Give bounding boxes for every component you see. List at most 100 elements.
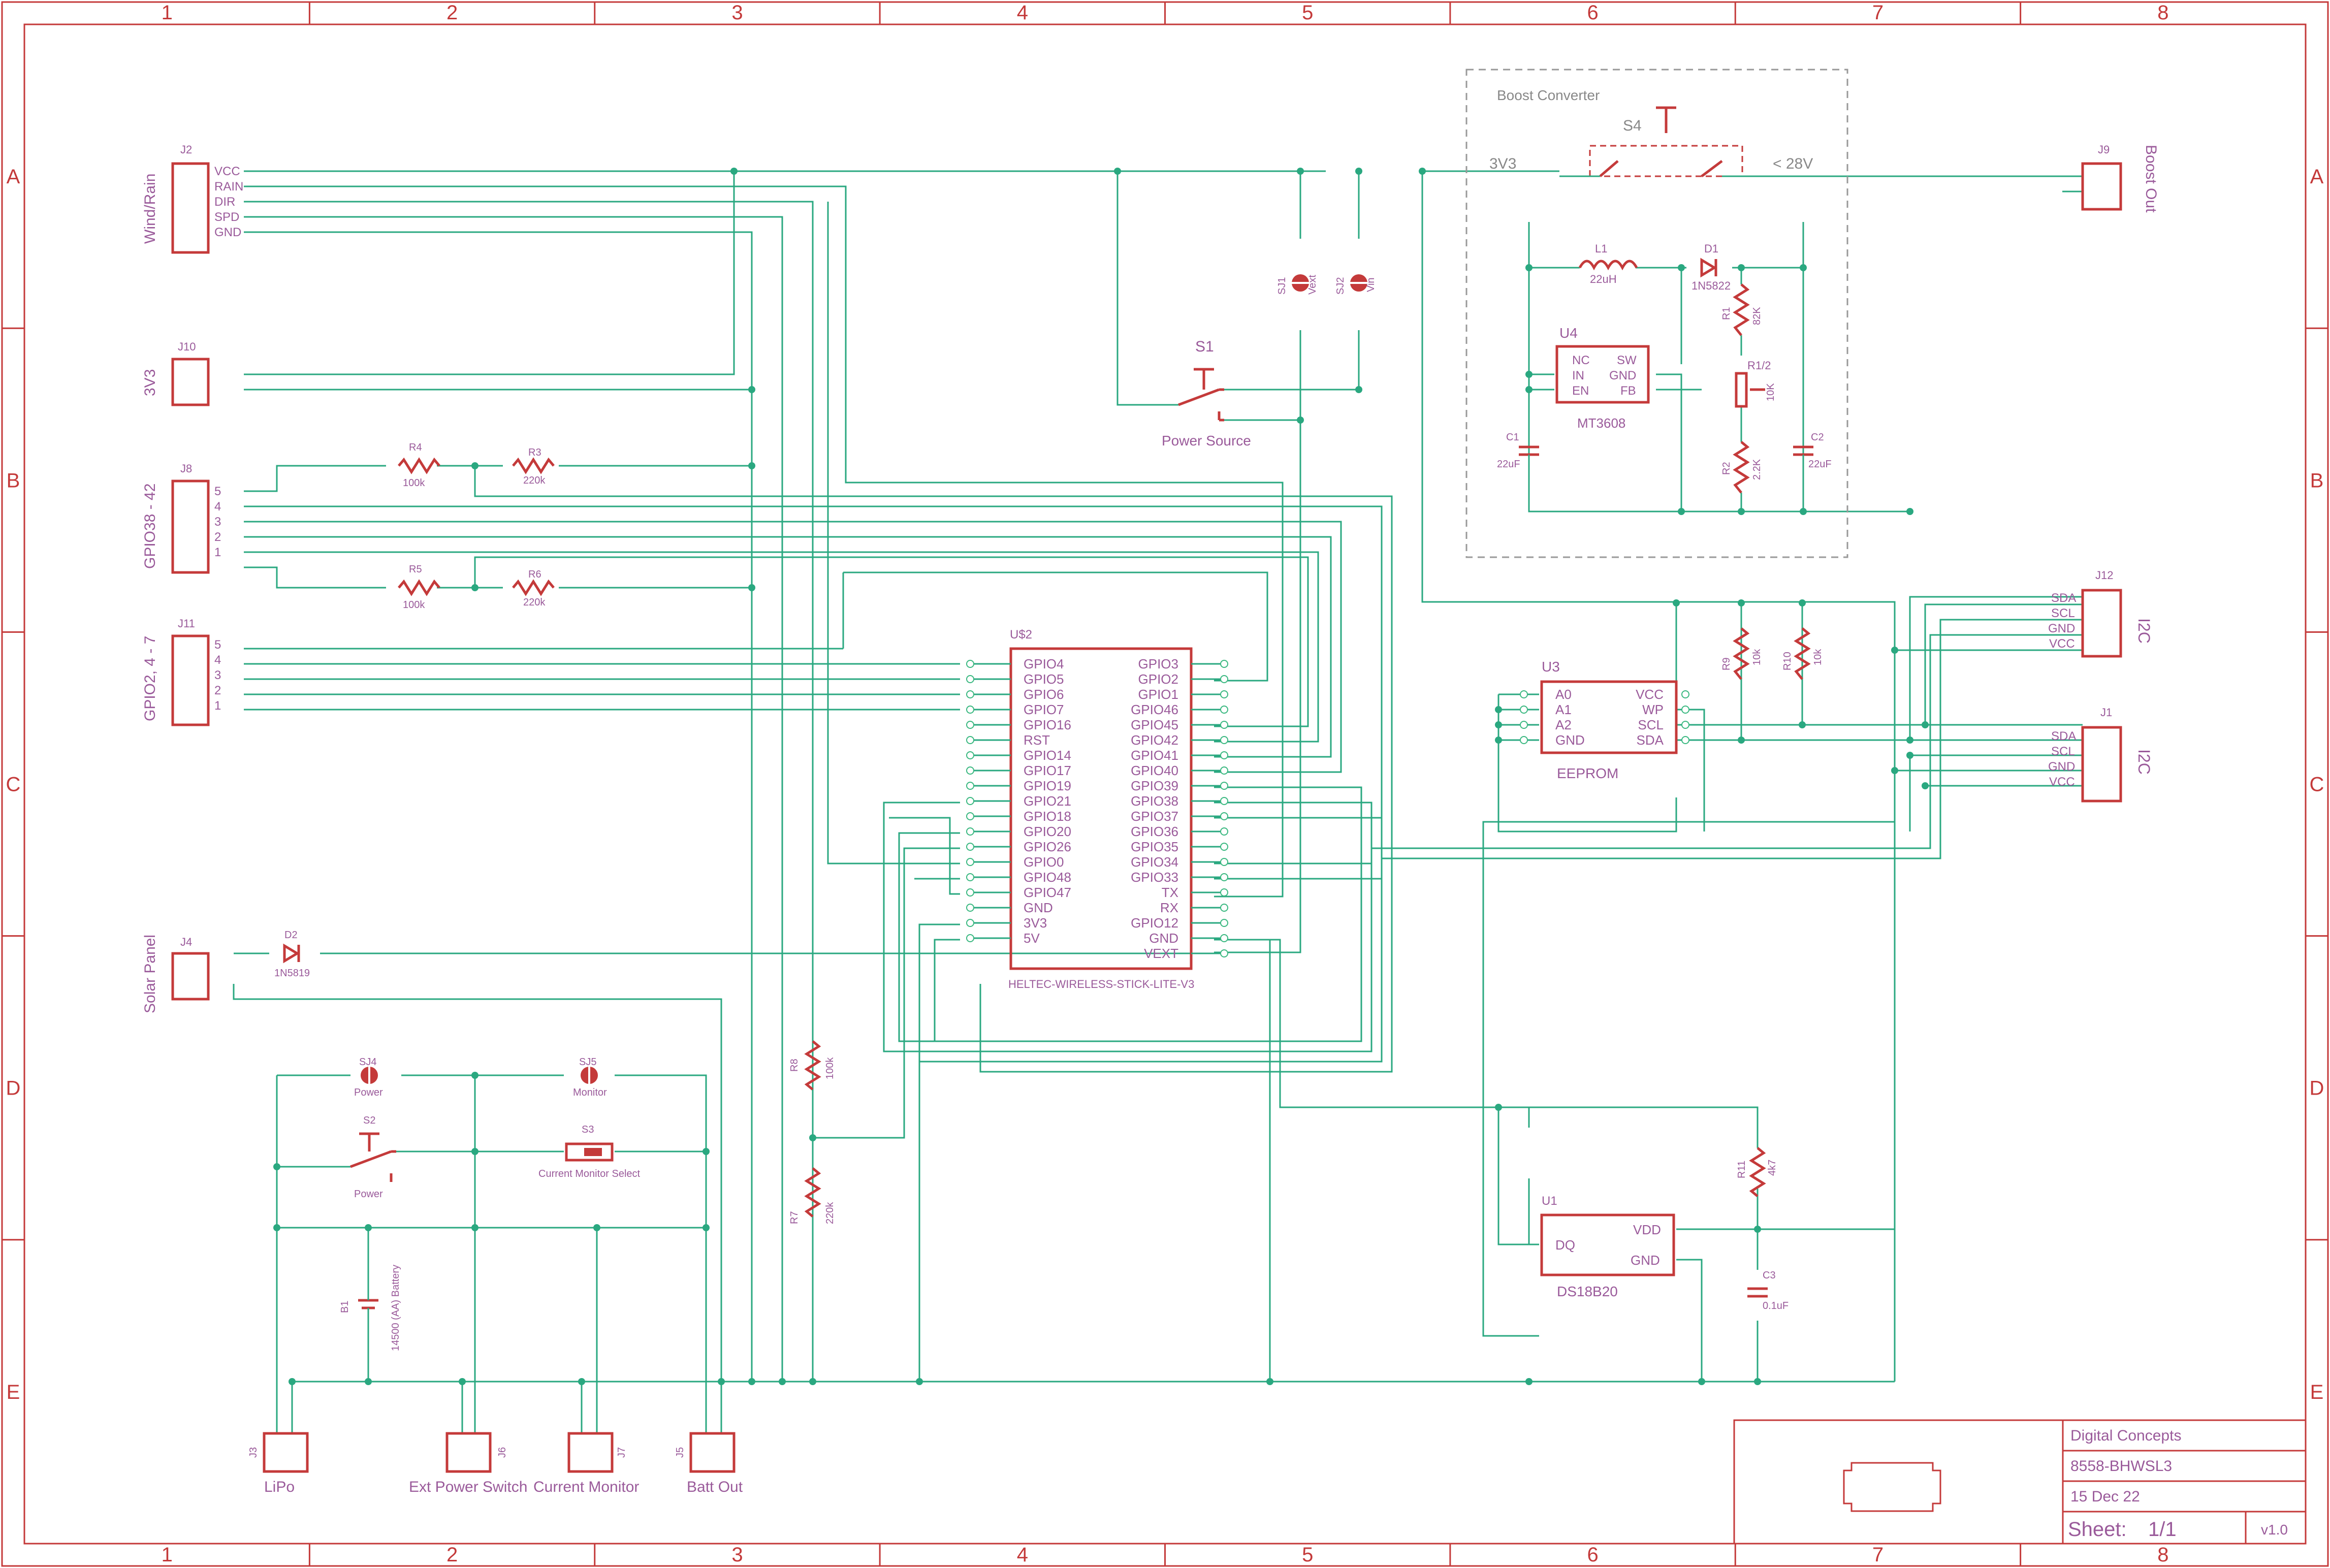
- connector-j9: J9 Boost Out: [2081, 143, 2159, 213]
- u2-body: [1009, 647, 1193, 970]
- u4-pin-nc: NC: [1572, 354, 1590, 367]
- u2-pin-5v: 5V: [1024, 931, 1040, 946]
- r7-value: 220k: [824, 1202, 836, 1224]
- u2-pin-gpio38-r: GPIO38: [1131, 793, 1178, 809]
- d1-ref: D1: [1704, 242, 1718, 255]
- j11-pin-4: 4: [214, 653, 221, 667]
- j6-name: Ext Power Switch: [409, 1479, 527, 1495]
- r12-ref: R1/2: [1747, 359, 1771, 372]
- r2-value: 2.2K: [1751, 459, 1763, 480]
- u2-pin-gnd: GND: [1024, 900, 1053, 915]
- j3-ref: J3: [248, 1447, 259, 1458]
- frame-row-right-A: A: [2310, 166, 2324, 188]
- solder-jumper-sj4: SJ4 Power: [354, 1057, 383, 1098]
- u2-pin-gpio36-r: GPIO36: [1131, 824, 1178, 839]
- r7-ref: R7: [789, 1211, 800, 1224]
- u2-pin-gpio17: GPIO17: [1024, 763, 1071, 778]
- u3-value: EEPROM: [1557, 765, 1618, 781]
- boost-out-label: < 28V: [1773, 155, 1813, 172]
- u4-ref: U4: [1559, 325, 1578, 341]
- j3-name: LiPo: [264, 1479, 295, 1495]
- u2-pin-gnd-r: GND: [1149, 931, 1178, 946]
- j8-pin-1: 1: [214, 546, 221, 559]
- j4-ref: J4: [180, 936, 192, 948]
- j12-pin-vcc: VCC: [2049, 637, 2075, 651]
- frame-col-top-3: 3: [731, 2, 743, 24]
- connector-j12: J12 I2C SDA SCL GND VCC: [2048, 569, 2153, 658]
- frame-row-left-A: A: [7, 166, 20, 188]
- u2-pin-gpio40-r: GPIO40: [1131, 763, 1178, 778]
- u3-pin-wp-r: WP: [1642, 702, 1664, 717]
- frame-col-bottom-6: 6: [1587, 1544, 1598, 1566]
- u2-pin-gpio4: GPIO4: [1024, 656, 1064, 671]
- u3-pin-gnd: GND: [1555, 732, 1585, 748]
- u2-pin-gpio16: GPIO16: [1024, 717, 1071, 732]
- u1-body: [1540, 1213, 1675, 1276]
- connector-j3: J3 LiPo: [248, 1432, 309, 1495]
- j12-name: I2C: [2135, 618, 2153, 644]
- switch-s3: S3 Current Monitor Select: [538, 1124, 641, 1179]
- s1-value: Power Source: [1162, 433, 1251, 449]
- r10-value: 10k: [1812, 649, 1824, 665]
- j1-pin-scl: SCL: [2051, 745, 2075, 758]
- j2-pin-gnd: GND: [214, 226, 241, 239]
- frame-col-bottom-5: 5: [1302, 1544, 1313, 1566]
- sj2-value: Vin: [1365, 277, 1377, 292]
- s3-value: Current Monitor Select: [538, 1168, 641, 1179]
- title-sheet-value: 1/1: [2148, 1518, 2177, 1541]
- frame-col-bottom-2: 2: [446, 1544, 458, 1566]
- c3-ref: C3: [1763, 1270, 1776, 1281]
- u2-pin-gpio48: GPIO48: [1024, 870, 1071, 885]
- connector-j10: J10 3V3: [142, 340, 210, 406]
- u2-pin-gpio7: GPIO7: [1024, 702, 1064, 717]
- u4-pin-en: EN: [1572, 384, 1589, 398]
- resistor-r3: R3 220k: [512, 447, 555, 486]
- u4-pin-gnd: GND: [1609, 369, 1636, 382]
- u1-ref: U1: [1542, 1194, 1557, 1208]
- u2-pin-gpio19: GPIO19: [1024, 778, 1071, 793]
- frame-col-top-2: 2: [446, 2, 458, 24]
- j12-ref: J12: [2095, 569, 2113, 582]
- u2-pin-gpio37-r: GPIO37: [1131, 809, 1178, 824]
- u3-pin-sda-r: SDA: [1637, 732, 1664, 748]
- title-date: 15 Dec 22: [2070, 1488, 2140, 1505]
- u1-pin-gnd: GND: [1631, 1253, 1660, 1268]
- j2-pin-vcc: VCC: [214, 165, 240, 178]
- r1-ref: R1: [1721, 307, 1732, 320]
- frame-col-top-6: 6: [1587, 2, 1598, 24]
- connector-j5: J5 Batt Out: [675, 1432, 743, 1495]
- u2-pin-gpio35-r: GPIO35: [1131, 839, 1178, 854]
- u2-pin-gpio6: GPIO6: [1024, 687, 1064, 702]
- sj4-value: Power: [354, 1087, 383, 1098]
- u2-value: HELTEC-WIRELESS-STICK-LITE-V3: [1008, 978, 1194, 990]
- frame-col-top-7: 7: [1872, 2, 1884, 24]
- l1-value: 22uH: [1590, 273, 1617, 285]
- j12-pin-scl: SCL: [2051, 606, 2075, 620]
- c1-value: 22uF: [1497, 459, 1520, 470]
- u2-pin-gpio41-r: GPIO41: [1131, 748, 1178, 763]
- r6-ref: R6: [528, 569, 541, 580]
- u2-pin-gpio21: GPIO21: [1024, 793, 1071, 809]
- r2-ref: R2: [1721, 462, 1732, 475]
- b1-value: 14500 (AA) Battery: [390, 1265, 401, 1351]
- u2-pin-gpio5: GPIO5: [1024, 671, 1064, 687]
- u4-pin-fb: FB: [1620, 384, 1636, 398]
- j1-pin-sda: SDA: [2051, 729, 2076, 743]
- resistor-r5: R5 100k: [398, 564, 440, 611]
- u2-pin-gpio26: GPIO26: [1024, 839, 1071, 854]
- u2-pin-gpio47: GPIO47: [1024, 885, 1071, 900]
- s1-ref: S1: [1195, 338, 1214, 355]
- switch-s1: S1 Power Source: [1162, 338, 1251, 449]
- j6-ref: J6: [497, 1447, 508, 1458]
- resistor-r9: R9 10k: [1721, 603, 1763, 680]
- j8-pin-5: 5: [214, 485, 221, 498]
- u2-pin-gpio42-r: GPIO42: [1131, 732, 1178, 748]
- connector-j1: J1 I2C SDA SCL GND VCC: [2048, 706, 2153, 803]
- u2-right-pins: GPIO3GPIO2GPIO1GPIO46GPIO45GPIO42GPIO41G…: [1131, 656, 1228, 961]
- r3-ref: R3: [528, 447, 541, 458]
- battery-b1: B1 14500 (AA) Battery: [339, 1265, 401, 1351]
- frame-col-bottom-3: 3: [731, 1544, 743, 1566]
- r1-value: 82K: [1751, 307, 1763, 325]
- r4-ref: R4: [409, 442, 422, 453]
- u2-pin-gpio33-r: GPIO33: [1131, 870, 1178, 885]
